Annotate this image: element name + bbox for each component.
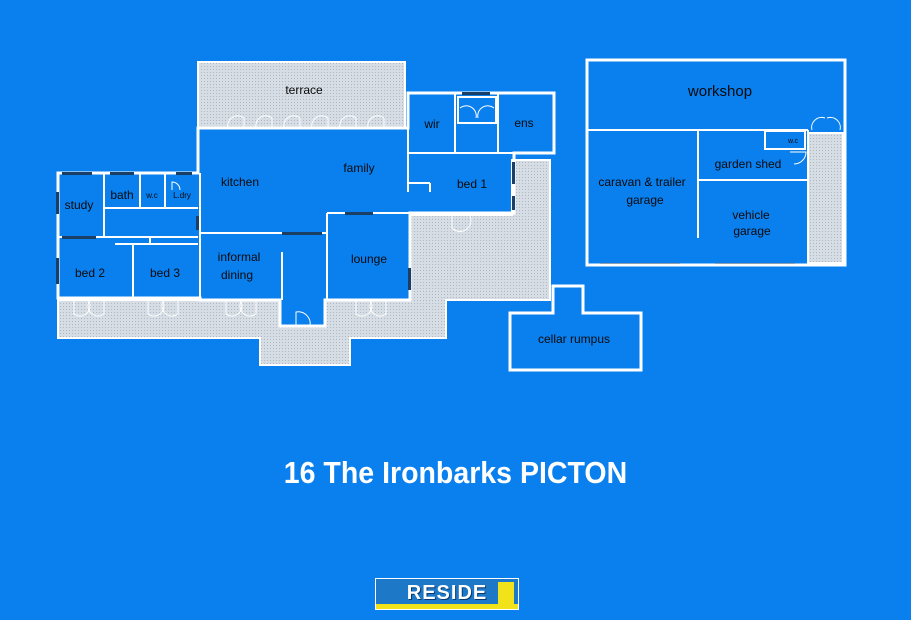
label-caravan-garage: garage [626, 193, 664, 207]
label-bed-2: bed 2 [75, 266, 105, 280]
property-address: 16 The Ironbarks PICTON [283, 455, 628, 490]
reside-logo: RESIDE [375, 578, 519, 610]
shed-walkway-deck [807, 132, 844, 264]
label-study: study [65, 198, 94, 212]
label-shed-wc: w.c [787, 138, 799, 145]
label-informal: informal [218, 250, 261, 264]
house-outline [56, 91, 556, 328]
label-bed-3: bed 3 [150, 266, 180, 280]
doors [73, 105, 495, 327]
label-family: family [343, 161, 374, 175]
label-vehicle-garage: garage [733, 224, 771, 238]
label-kitchen: kitchen [221, 175, 259, 189]
label-ens: ens [514, 116, 533, 130]
logo-underline [376, 604, 518, 609]
logo-text: RESIDE [406, 582, 488, 604]
label-bath: bath [110, 188, 133, 202]
label-wir: wir [423, 117, 439, 131]
label-vehicle: vehicle [732, 208, 770, 222]
label-garden-shed: garden shed [715, 157, 782, 171]
label-caravan: caravan & trailer [598, 175, 685, 189]
label-bed-1: bed 1 [457, 177, 487, 191]
label-terrace: terrace [285, 83, 323, 97]
cellar [508, 284, 643, 372]
logo-accent [498, 582, 514, 604]
room-labels: terrace wir ens kitchen family bed 1 stu… [65, 83, 799, 346]
label-laundry: L.dry [173, 191, 191, 200]
label-workshop: workshop [687, 83, 752, 100]
label-dining: dining [221, 268, 253, 282]
label-cellar-rumpus: cellar rumpus [538, 332, 610, 346]
label-lounge: lounge [351, 252, 387, 266]
label-wc: w.c [145, 191, 158, 200]
shed-building [585, 58, 847, 267]
